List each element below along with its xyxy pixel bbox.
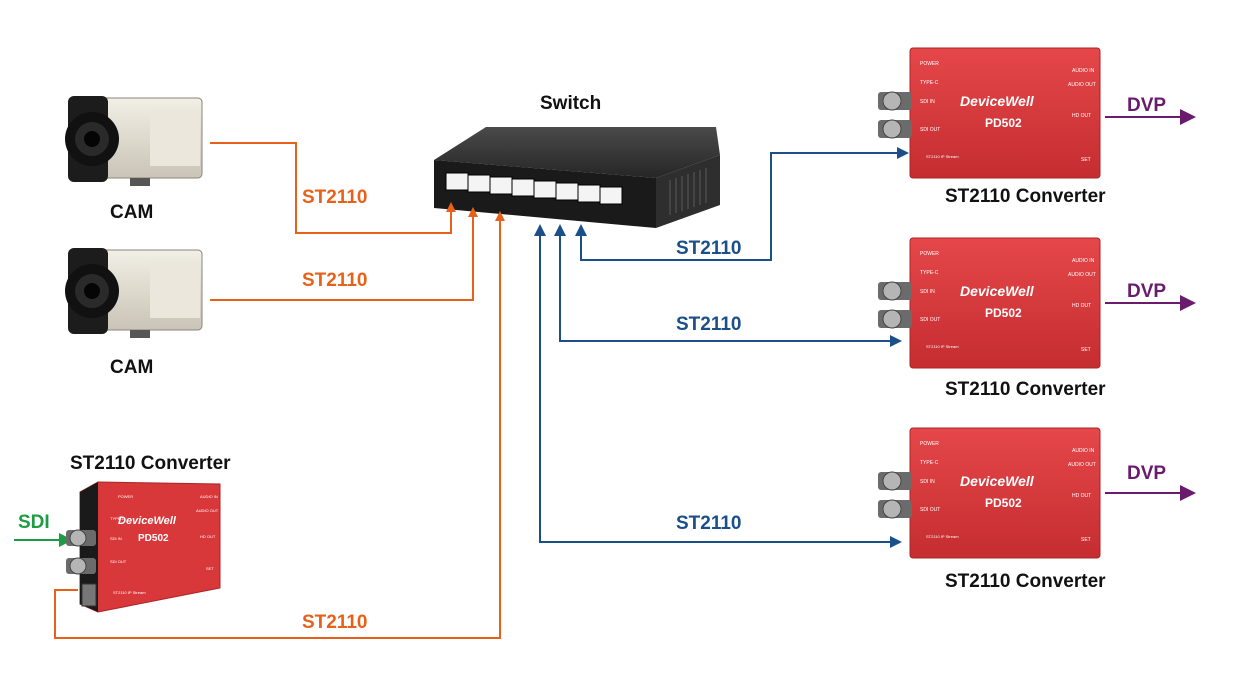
svg-text:ST2110 IP Stream: ST2110 IP Stream [113, 590, 146, 595]
svg-text:SDI OUT: SDI OUT [920, 317, 940, 323]
brand-logo: DeviceWell [960, 473, 1035, 489]
svg-text:SDI IN: SDI IN [920, 99, 935, 105]
svg-text:AUDIO OUT: AUDIO OUT [1068, 82, 1096, 88]
egress-links [534, 147, 909, 548]
dvp-label-3: DVP [1127, 463, 1167, 484]
svg-text:POWER: POWER [920, 61, 939, 67]
svg-text:SDI IN: SDI IN [920, 289, 935, 295]
converter-1: POWER TYPE-C SDI IN SDI OUT AUDIO IN AUD… [878, 47, 1101, 179]
svg-text:TYPE-C: TYPE-C [110, 516, 125, 521]
camera-1 [65, 96, 203, 186]
brand-logo: DeviceWell [960, 283, 1035, 299]
link-label-cam2: ST2110 [302, 270, 368, 291]
dvp-label-2: DVP [1127, 281, 1167, 302]
converter3-label: ST2110 Converter [945, 571, 1106, 592]
svg-text:SDI IN: SDI IN [920, 479, 935, 485]
brand-logo: DeviceWell [118, 515, 177, 527]
link-label-cam1: ST2110 [302, 187, 368, 208]
svg-text:ST2110 IP Stream: ST2110 IP Stream [926, 534, 959, 539]
link-cam1-switch [210, 142, 456, 234]
svg-text:HD OUT: HD OUT [200, 534, 216, 539]
camera-2 [65, 248, 203, 338]
converter-3: POWER TYPE-C SDI IN SDI OUT AUDIO IN AUD… [878, 427, 1101, 559]
link-label-conv1: ST2110 [676, 238, 742, 259]
converter1-label: ST2110 Converter [945, 186, 1106, 207]
svg-text:SET: SET [1081, 347, 1091, 353]
svg-text:HD OUT: HD OUT [1072, 113, 1091, 119]
cam1-label: CAM [110, 202, 154, 223]
link-cam2-switch [210, 207, 478, 301]
svg-text:AUDIO OUT: AUDIO OUT [1068, 462, 1096, 468]
svg-text:POWER: POWER [920, 441, 939, 447]
svg-text:SET: SET [206, 566, 214, 571]
svg-text:AUDIO IN: AUDIO IN [1072, 68, 1095, 74]
svg-text:SDI OUT: SDI OUT [920, 127, 940, 133]
converter-2: POWER TYPE-C SDI IN SDI OUT AUDIO IN AUD… [878, 237, 1101, 369]
brand-logo: DeviceWell [960, 93, 1035, 109]
link-switch-conv2 [559, 226, 902, 347]
svg-text:TYPE-C: TYPE-C [920, 460, 939, 466]
svg-text:SDI IN: SDI IN [110, 536, 122, 541]
svg-text:AUDIO OUT: AUDIO OUT [196, 508, 219, 513]
svg-text:POWER: POWER [920, 251, 939, 257]
svg-text:TYPE-C: TYPE-C [920, 270, 939, 276]
cam2-label: CAM [110, 357, 154, 378]
switch-label: Switch [540, 93, 602, 114]
svg-text:AUDIO IN: AUDIO IN [1072, 448, 1095, 454]
network-switch [434, 127, 720, 228]
link-label-conv2: ST2110 [676, 314, 742, 335]
link-source-switch [54, 211, 505, 639]
ingest-links [54, 142, 505, 639]
source-converter-label: ST2110 Converter [70, 453, 231, 474]
svg-text:POWER: POWER [118, 494, 133, 499]
model-name: PD502 [985, 306, 1022, 320]
sdi-label: SDI [18, 512, 50, 533]
link-switch-conv1-return [580, 147, 909, 261]
svg-text:HD OUT: HD OUT [1072, 493, 1091, 499]
svg-text:TYPE-C: TYPE-C [920, 80, 939, 86]
svg-text:AUDIO IN: AUDIO IN [200, 494, 218, 499]
model-name: PD502 [985, 496, 1022, 510]
svg-text:HD OUT: HD OUT [1072, 303, 1091, 309]
svg-text:ST2110 IP Stream: ST2110 IP Stream [926, 344, 959, 349]
svg-text:SDI OUT: SDI OUT [920, 507, 940, 513]
svg-text:AUDIO OUT: AUDIO OUT [1068, 272, 1096, 278]
svg-text:SET: SET [1081, 537, 1091, 543]
svg-text:ST2110 IP Stream: ST2110 IP Stream [926, 154, 959, 159]
link-switch-conv3 [539, 226, 902, 548]
converter2-label: ST2110 Converter [945, 379, 1106, 400]
svg-text:AUDIO IN: AUDIO IN [1072, 258, 1095, 264]
switch-ports [445, 172, 623, 205]
svg-text:SDI OUT: SDI OUT [110, 559, 127, 564]
link-label-source: ST2110 [302, 612, 368, 633]
model-name: PD502 [138, 533, 169, 544]
model-name: PD502 [985, 116, 1022, 130]
source-converter: POWER TYPE-C SDI IN SDI OUT AUDIO IN AUD… [66, 481, 221, 613]
svg-text:SET: SET [1081, 157, 1091, 163]
link-label-conv3: ST2110 [676, 513, 742, 534]
dvp-label-1: DVP [1127, 95, 1167, 116]
